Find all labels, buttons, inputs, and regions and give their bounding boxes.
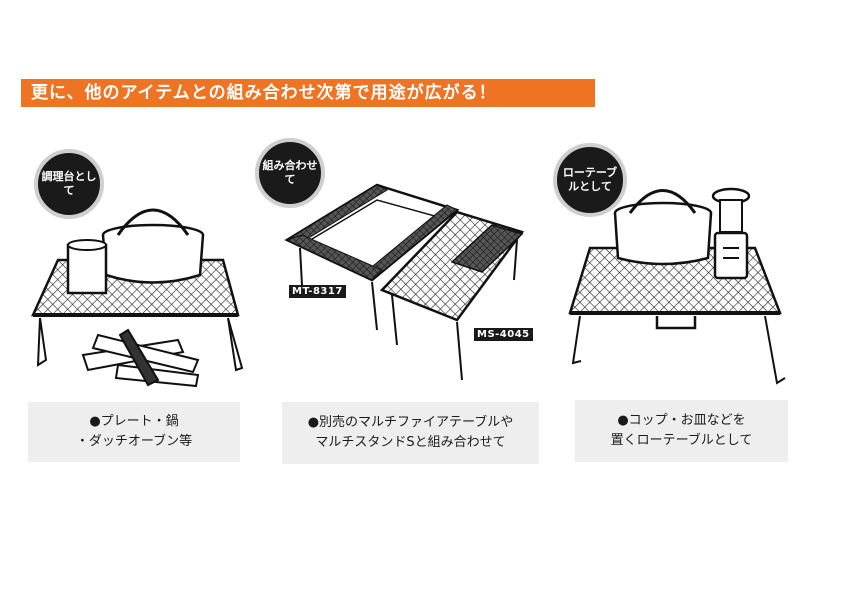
caption-combination: ●別売のマルチファイアテーブルや マルチスタンドSと組み合わせて — [282, 402, 539, 464]
cooking-table-illustration — [31, 208, 244, 388]
badge-low-table: ローテーブルとして — [553, 143, 627, 217]
badge-combination: 組み合わせて — [255, 138, 325, 208]
badge-cooking-table: 調理台として — [34, 149, 104, 219]
section-banner: 更に、他のアイテムとの組み合わせ次第で用途が広がる！ — [21, 79, 595, 107]
caption-cooking-table: ●プレート・鍋 ・ダッチオーブン等 — [28, 402, 240, 462]
low-table-illustration — [568, 187, 786, 385]
caption-low-table: ●コップ・お皿などを 置くローテーブルとして — [575, 400, 788, 462]
combination-tables-illustration — [284, 183, 525, 381]
model-tag-mt8317: MT-8317 — [289, 285, 346, 298]
model-tag-ms4045: MS-4045 — [474, 328, 533, 341]
